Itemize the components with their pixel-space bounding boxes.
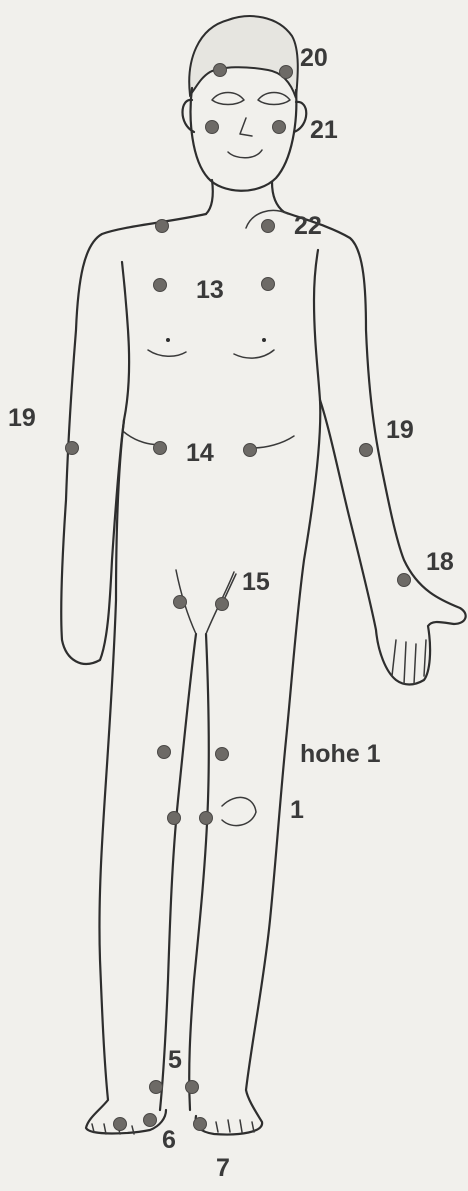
point-21-right <box>273 121 286 134</box>
point-5-right <box>186 1081 199 1094</box>
point-22-right <box>262 220 275 233</box>
label-19-right: 19 <box>386 418 414 443</box>
point-1-right <box>200 812 213 825</box>
mouth <box>228 150 262 158</box>
label-14: 14 <box>186 441 214 466</box>
right-hand-fingers <box>392 640 426 684</box>
point-15-left <box>174 596 187 609</box>
right-shoulder-arm-outline <box>284 212 466 685</box>
right-torso-side <box>314 250 320 400</box>
left-torso-side <box>122 262 129 420</box>
right-foot-toes <box>216 1120 254 1132</box>
label-19-left: 19 <box>8 406 36 431</box>
label-15: 15 <box>242 570 270 595</box>
nose <box>240 118 252 136</box>
label-21: 21 <box>310 118 338 143</box>
label-5: 5 <box>168 1048 182 1073</box>
point-19-left <box>66 442 79 455</box>
point-19-right <box>360 444 373 457</box>
left-nipple <box>166 338 170 342</box>
point-14-right <box>244 444 257 457</box>
point-13-right <box>262 278 275 291</box>
point-22-left <box>156 220 169 233</box>
left-eye <box>212 93 244 105</box>
point-1-left <box>168 812 181 825</box>
label-6: 6 <box>162 1128 176 1153</box>
label-13: 13 <box>196 278 224 303</box>
point-5-left <box>150 1081 163 1094</box>
point-20-left <box>214 64 227 77</box>
point-6-right <box>144 1114 157 1127</box>
right-chest-line <box>234 350 274 358</box>
point-20-right <box>280 66 293 79</box>
inner-right-leg <box>189 634 209 1110</box>
point-7 <box>194 1118 207 1131</box>
knee-mark <box>222 797 256 825</box>
label-7: 7 <box>216 1156 230 1181</box>
neck-left <box>206 180 213 214</box>
neck-right <box>272 182 284 212</box>
left-ear <box>183 100 195 132</box>
label-hohe-1: hohe 1 <box>300 742 381 767</box>
point-14-left <box>154 442 167 455</box>
left-hip-leg-outline <box>86 420 166 1134</box>
point-6-left <box>114 1118 127 1131</box>
point-13-left <box>154 279 167 292</box>
right-eye <box>258 93 290 105</box>
point-18 <box>398 574 411 587</box>
point-21-left <box>206 121 219 134</box>
point-15-right <box>216 598 229 611</box>
right-nipple <box>262 338 266 342</box>
point-hohe1-right <box>216 748 229 761</box>
label-1: 1 <box>290 798 304 823</box>
label-18: 18 <box>426 550 454 575</box>
point-hohe1-left <box>158 746 171 759</box>
label-20: 20 <box>300 46 328 71</box>
label-22: 22 <box>294 214 322 239</box>
acupoints <box>66 64 411 1131</box>
hair <box>189 16 298 98</box>
waist-right <box>252 436 294 448</box>
left-chest-line <box>148 350 186 356</box>
